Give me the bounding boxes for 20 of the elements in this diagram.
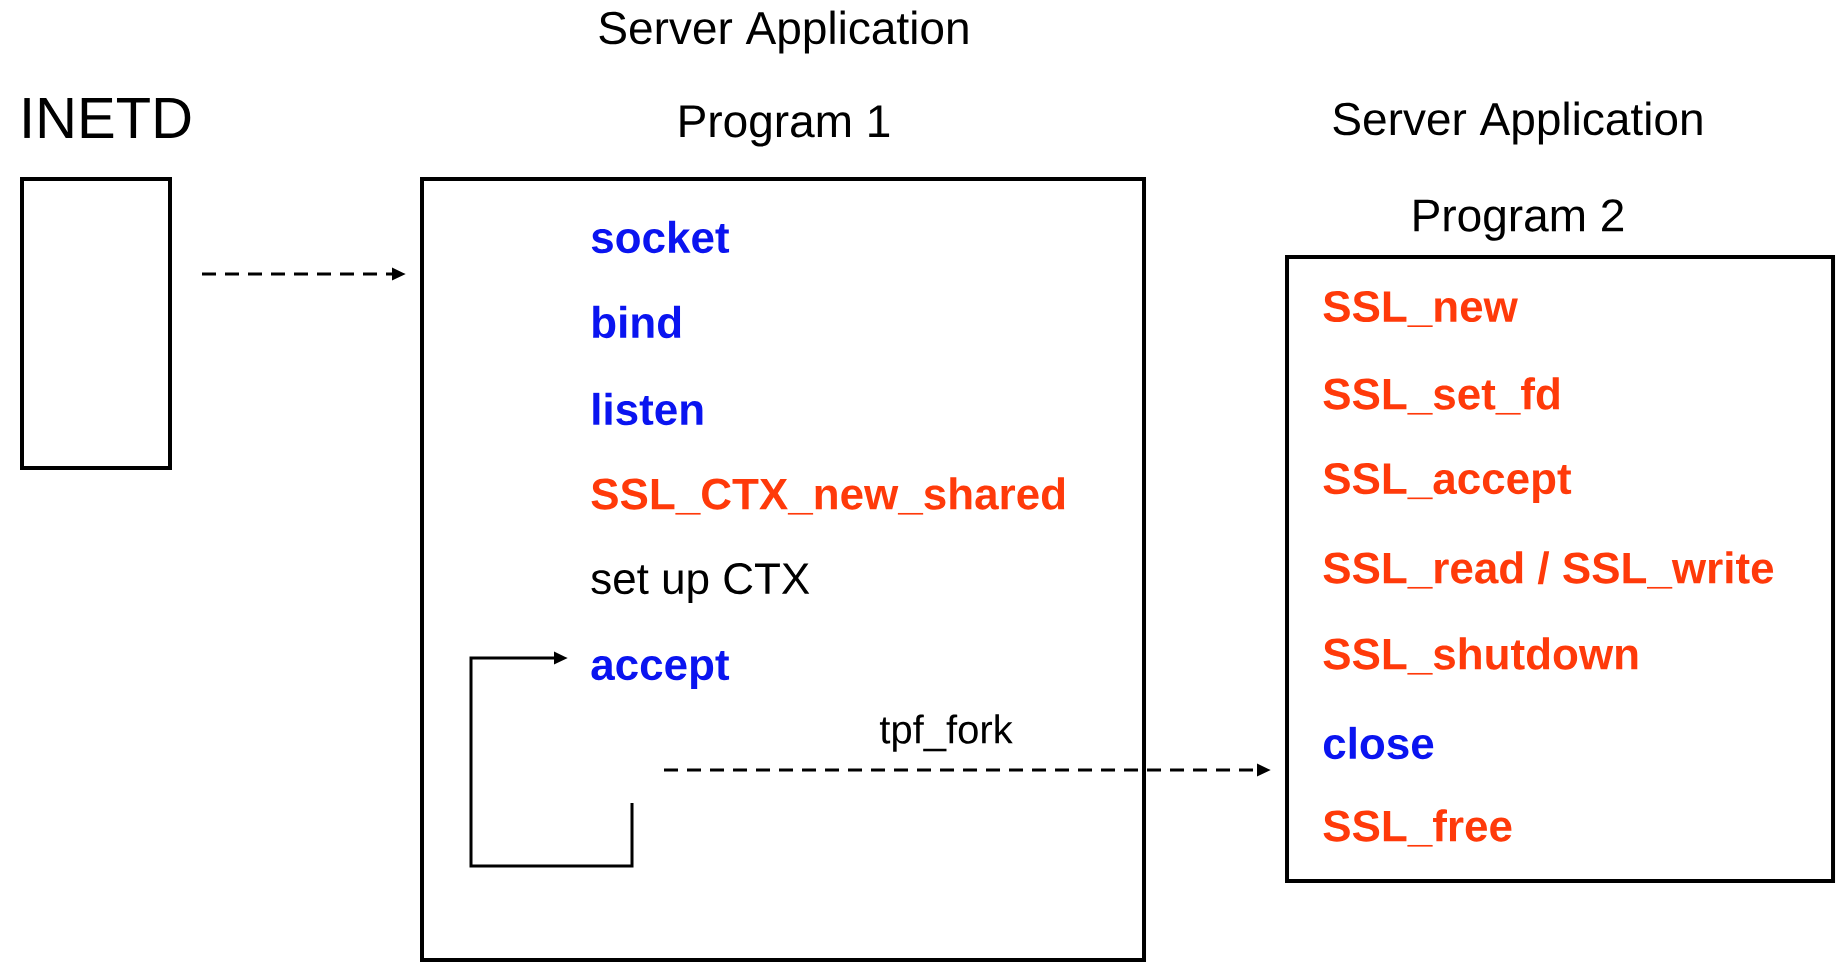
function-call: close	[1323, 726, 1434, 760]
function-call: SSL_read / SSL_write	[1323, 551, 1774, 589]
box-heading: Program 2	[1414, 199, 1624, 241]
function-call: accept	[591, 651, 730, 689]
function-call: bind	[593, 305, 681, 339]
function-call: SSL_new	[1323, 290, 1518, 328]
function-call: listen	[593, 392, 703, 426]
arrow	[469, 651, 634, 868]
function-call: SSL_free	[1323, 809, 1512, 847]
box-heading: Server Application	[1333, 101, 1702, 145]
edge-label: tpf_fork	[879, 714, 1013, 752]
function-call: SSL_CTX_new_shared	[591, 477, 1065, 515]
step-text: set up CTX	[591, 563, 810, 603]
function-call: socket	[591, 220, 730, 254]
function-call: SSL_set_fd	[1323, 377, 1559, 415]
function-call: SSL_shutdown	[1323, 637, 1638, 675]
box-heading: Server Application	[599, 10, 968, 54]
box-heading: INETD	[24, 98, 191, 138]
box-heading: Program 1	[680, 105, 890, 147]
function-call: SSL_accept	[1323, 463, 1572, 503]
